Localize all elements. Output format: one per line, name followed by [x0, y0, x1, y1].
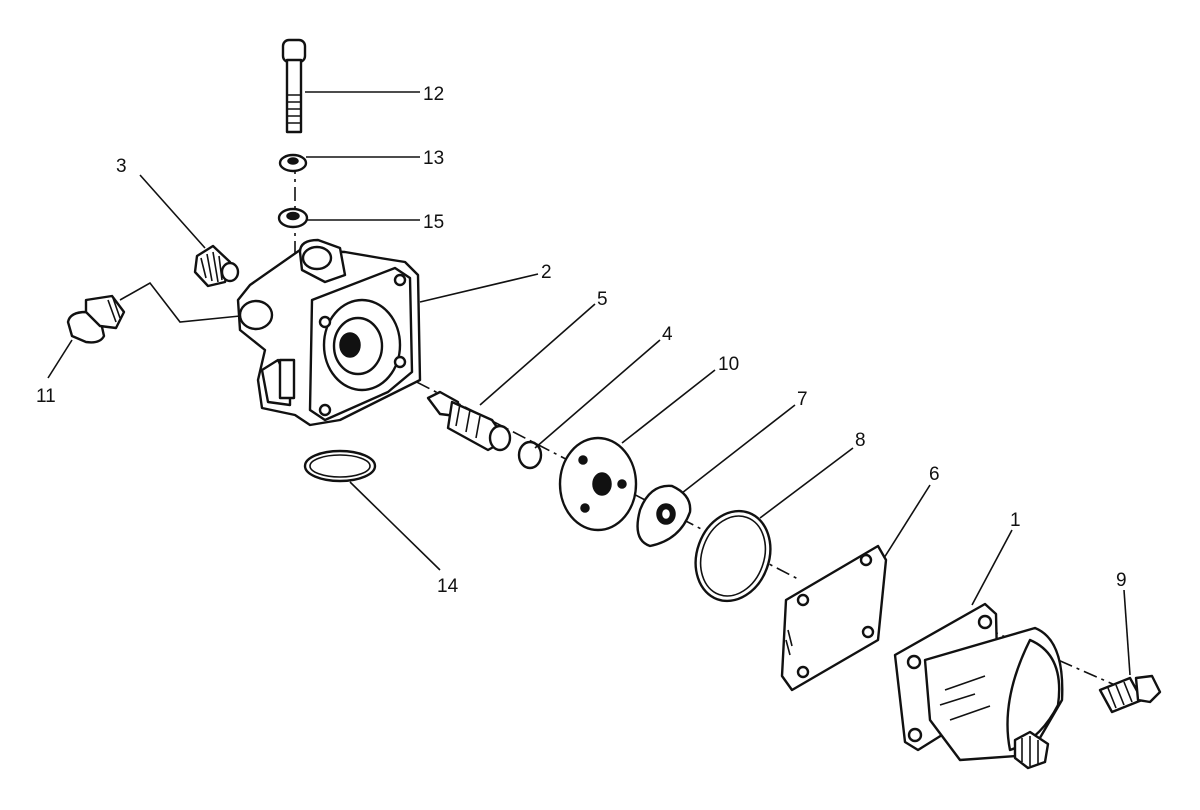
- callout-6: 6: [929, 464, 940, 485]
- part-13-lock-washer: [278, 153, 308, 173]
- callout-1: 1: [1010, 510, 1021, 531]
- leader-lines: [47, 91, 1131, 676]
- part-3-fitting: [193, 244, 240, 288]
- callout-3: 3: [116, 156, 127, 177]
- callout-7: 7: [797, 389, 808, 410]
- callout-2: 2: [541, 262, 552, 283]
- callout-11: 11: [36, 386, 56, 407]
- part-7-washer-plate: [636, 484, 692, 548]
- callout-12: 12: [423, 84, 444, 105]
- callout-13: 13: [423, 148, 444, 169]
- callout-14: 14: [437, 576, 459, 597]
- part-1-solenoid: [893, 602, 1064, 770]
- part-12-bolt: [281, 38, 307, 134]
- part-9-screw: [1098, 674, 1162, 714]
- callout-9: 9: [1116, 570, 1127, 591]
- assembly-axis-lines: [119, 160, 1116, 686]
- callout-10: 10: [718, 354, 739, 375]
- part-8-large-o-ring: [694, 509, 772, 603]
- callout-4: 4: [662, 324, 673, 345]
- part-10-plate: [558, 436, 638, 532]
- callout-labels: 12 13 15 3 2 5 4 10 7 8 6 1 9 11 14: [36, 84, 1127, 597]
- part-2-housing: [236, 238, 422, 427]
- part-14-o-ring: [303, 449, 377, 483]
- part-5-plunger: [426, 390, 512, 452]
- part-15-washer: [277, 207, 309, 229]
- callout-15: 15: [423, 212, 444, 233]
- callout-5: 5: [597, 289, 608, 310]
- part-11-plug: [66, 294, 126, 344]
- callout-8: 8: [855, 430, 866, 451]
- part-6-gasket-plate: [780, 544, 888, 692]
